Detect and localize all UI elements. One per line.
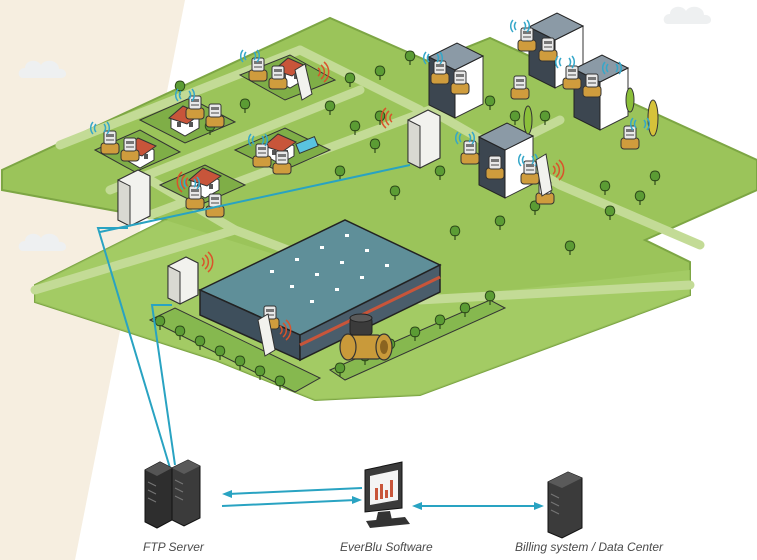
network-lines (96, 164, 411, 469)
workstation-icon (364, 461, 410, 528)
server-icon (144, 459, 201, 529)
cabinet-icon (117, 169, 151, 227)
cabinet-icon (407, 109, 441, 169)
tall-trees (523, 87, 659, 137)
billing-system-label: Billing system / Data Center (515, 540, 664, 554)
everblu-software-label: EverBlu Software (340, 540, 433, 554)
apartment-icon (478, 122, 534, 199)
server-icon (547, 471, 583, 539)
antenna-icon (257, 63, 553, 357)
arrow-icon (221, 487, 544, 510)
cabinet-icon (167, 256, 199, 305)
factory-icon (198, 219, 442, 362)
ftp-server-label: FTP Server (143, 540, 204, 554)
cloud-icon (663, 6, 712, 24)
meter-icon (339, 313, 393, 361)
